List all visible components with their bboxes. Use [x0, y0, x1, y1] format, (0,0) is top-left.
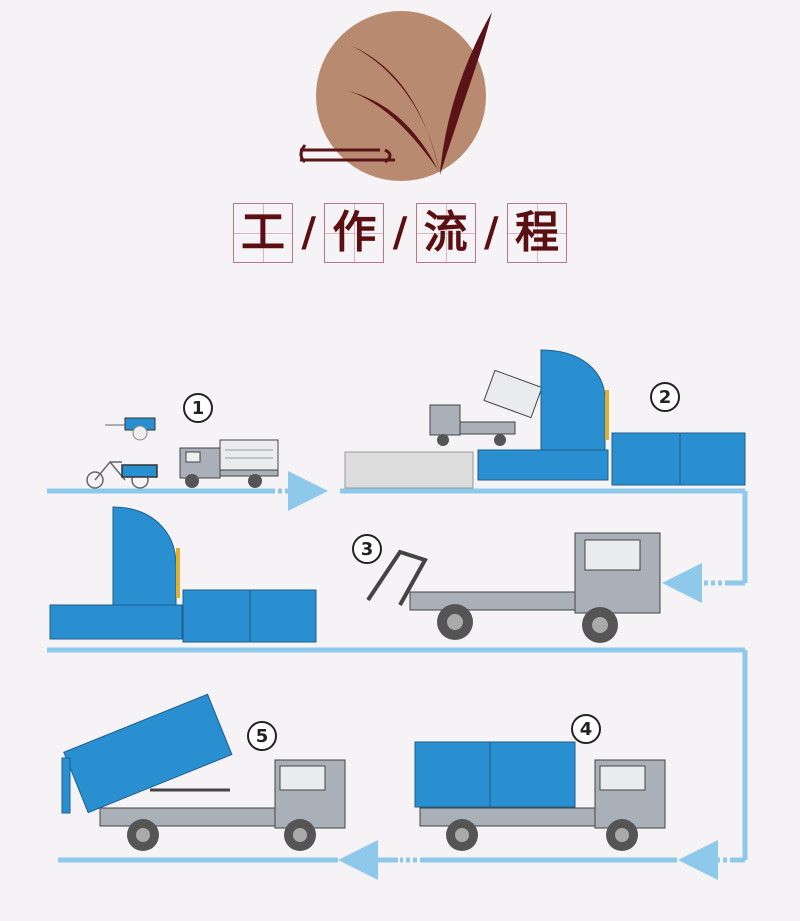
step-number-1: 1: [183, 393, 213, 423]
step-number-2: 2: [650, 382, 680, 412]
flow-path: [47, 471, 748, 880]
logo-circle: [316, 11, 486, 181]
tricycle: [86, 460, 158, 489]
title-banner: 工 / 作 / 流 / 程: [233, 201, 567, 265]
compactor-container: [611, 432, 746, 486]
title-cell-1: 工: [233, 203, 293, 263]
title-char-2: 作: [332, 207, 377, 258]
step-number-4: 4: [571, 714, 601, 744]
title-cell-3: 流: [415, 203, 476, 263]
truck4-container: [414, 741, 576, 808]
title-cell-2: 作: [324, 203, 385, 263]
compactor-hopper: [540, 349, 606, 451]
station-base: [49, 604, 183, 640]
cart: [105, 417, 156, 441]
logo: [299, 11, 492, 181]
tipping-truck: [429, 369, 543, 446]
logo-leaf-4: [440, 75, 470, 170]
step5-scene: [61, 693, 346, 851]
title-separator-1: /: [301, 209, 316, 256]
station-hopper: [112, 506, 177, 609]
step3-station: [49, 506, 317, 643]
title-separator-2: /: [392, 209, 408, 256]
hook-arm: [366, 549, 428, 606]
title-cell-4: 程: [506, 203, 567, 263]
step1-scene: [86, 417, 279, 489]
title-char-4: 程: [514, 207, 559, 258]
truck5-container: [63, 693, 233, 814]
step-number-5: 5: [247, 721, 277, 751]
logo-cloud: [299, 144, 395, 164]
small-truck: [179, 439, 279, 488]
compactor-post: [605, 390, 609, 440]
title-char-3: 流: [423, 207, 468, 258]
step3-hooklift-truck: [366, 532, 661, 643]
title-separator-3: /: [484, 209, 499, 256]
step-number-3: 3: [352, 534, 382, 564]
step2-scene: [344, 349, 746, 489]
compactor-base: [477, 449, 609, 481]
concrete-platform: [344, 451, 474, 489]
title-char-1: 工: [241, 207, 285, 258]
step4-scene: [414, 741, 666, 851]
